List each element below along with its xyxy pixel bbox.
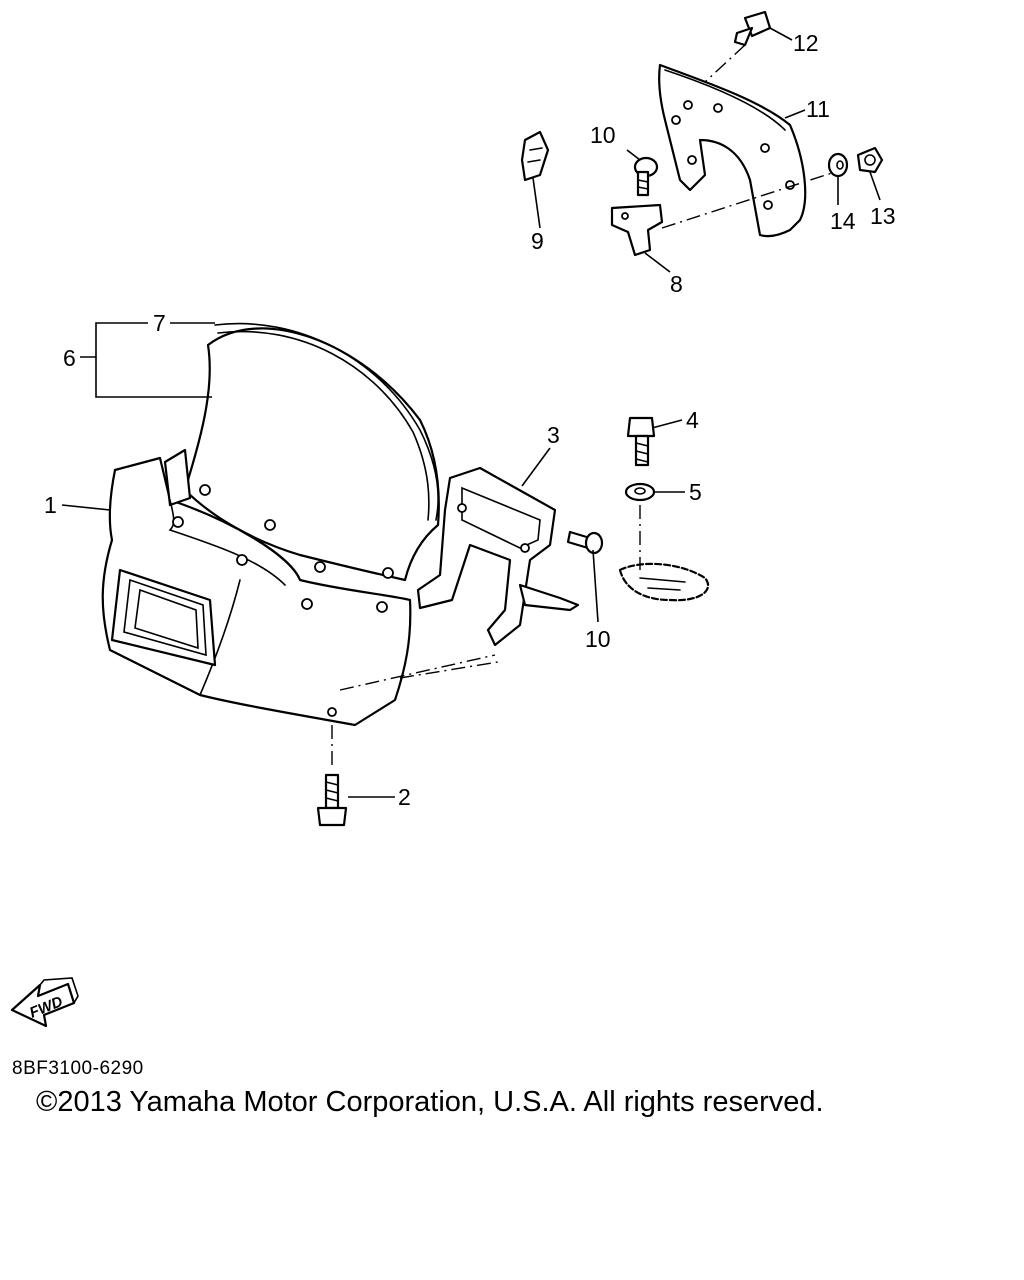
diagram-code: 8BF3100-6290: [12, 1058, 144, 1079]
callout-6: 6: [63, 345, 76, 371]
screw-10-upper: [633, 156, 659, 197]
fwd-arrow-icon: FWD: [10, 977, 79, 1028]
bracket: [416, 466, 580, 647]
copyright-notice: ©2013 Yamaha Motor Corporation, U.S.A. A…: [36, 1086, 824, 1118]
clip-9: [520, 130, 550, 182]
stay-plate: [618, 562, 710, 602]
assembly-lines: [331, 44, 836, 770]
bolt-2: [316, 773, 348, 827]
callout-10-lower: 10: [585, 626, 611, 652]
callout-8: 8: [670, 271, 683, 297]
washer-5: [624, 482, 656, 502]
bracket-8: [610, 203, 664, 257]
callout-3: 3: [547, 422, 560, 448]
screw-10-lower: [566, 530, 604, 555]
callout-5: 5: [689, 479, 702, 505]
bolt-4: [626, 416, 656, 467]
nut-13: [856, 146, 884, 174]
windshield: [183, 322, 440, 582]
callout-4: 4: [686, 407, 699, 433]
callout-7: 7: [153, 310, 166, 336]
callout-12: 12: [793, 30, 819, 56]
callout-14: 14: [830, 208, 856, 234]
washer-14: [827, 152, 849, 178]
callout-labels: 1 2 3 4 5 6 7 8 9 10 10 11 12 13 14: [44, 30, 896, 810]
callout-1: 1: [44, 492, 57, 518]
exploded-parts-diagram: 1 2 3 4 5 6 7 8 9 10 10 11 12 13 14 FWD: [10, 10, 896, 1028]
leader-lines: [61, 27, 881, 798]
bolt-12: [733, 10, 772, 47]
stay-11: [658, 63, 807, 238]
front-cowling: [101, 448, 412, 727]
callout-13: 13: [870, 203, 896, 229]
callout-10-upper: 10: [590, 122, 616, 148]
callout-2: 2: [398, 784, 411, 810]
callout-11: 11: [806, 96, 830, 122]
callout-9: 9: [531, 228, 544, 254]
